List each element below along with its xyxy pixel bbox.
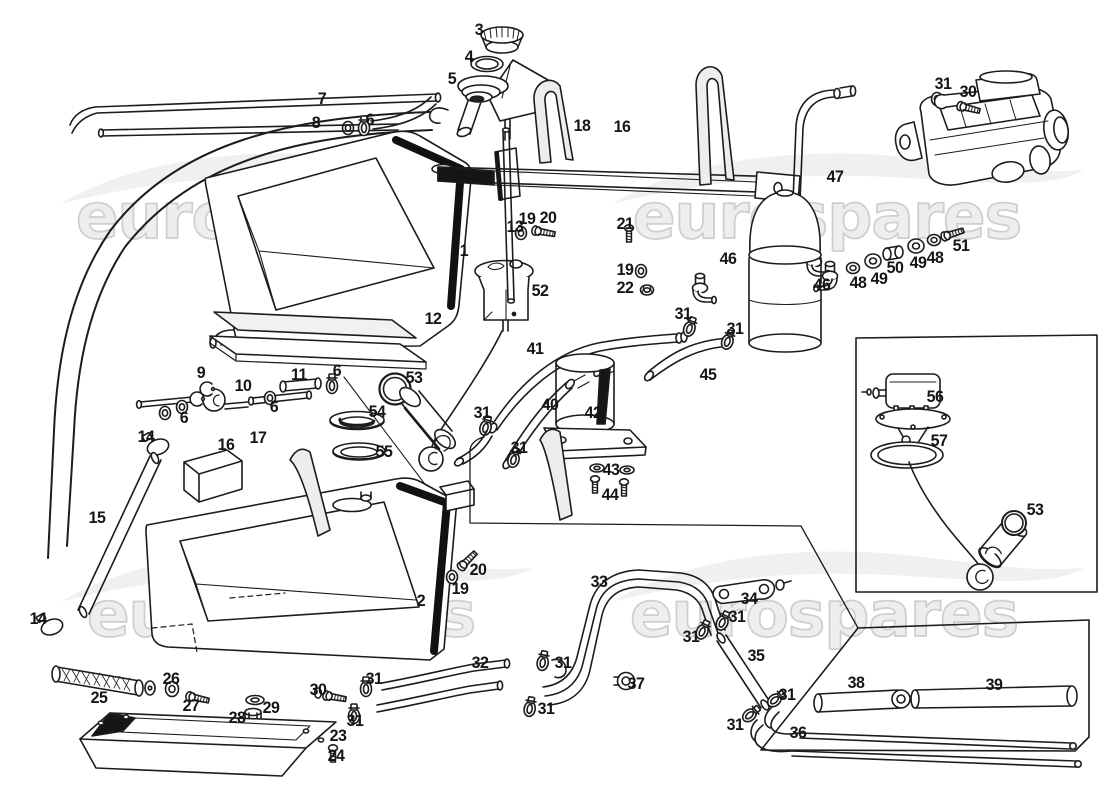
rod-13-fasteners <box>501 127 557 304</box>
detail-box-pipes <box>469 436 1090 752</box>
vent-pipe-8 <box>97 96 437 138</box>
pipes-32 <box>376 649 567 719</box>
tank-pads-12 <box>209 311 427 370</box>
tank2-straps-16-17 <box>183 428 573 537</box>
small-plate <box>494 147 521 201</box>
fuel-pipes-40-41-45 <box>453 314 738 470</box>
pipes-33-35-36 <box>542 569 1083 768</box>
fuel-sender-52 <box>418 259 534 472</box>
link-34 <box>712 579 792 605</box>
bolt-21-washer-19-nut-22 <box>623 224 655 296</box>
fuel-filter-canister <box>691 189 839 353</box>
pipes-38-39 <box>813 685 1078 713</box>
fuel-tank-2 <box>145 477 458 661</box>
fasteners-31-30-top <box>930 91 982 117</box>
elbow-fitting-46 <box>691 272 718 305</box>
body-frame-channel <box>47 111 433 559</box>
watermark-text: eurospares <box>630 578 1018 651</box>
filler-cap-assembly <box>428 26 549 141</box>
strap-rail <box>437 166 801 203</box>
detail-box-sender <box>855 334 1098 593</box>
sender-unit-56-57 <box>861 373 1028 591</box>
fuel-pump-unit <box>894 70 1070 186</box>
bracket-plate-23 <box>79 712 339 777</box>
watermark-text: eurospares <box>633 180 1021 253</box>
vent-pipe-7 <box>69 92 442 134</box>
tube-15-clamps-14 <box>35 431 170 636</box>
washer-row-48-51 <box>845 225 966 275</box>
seal-rings-53-54-55 <box>329 372 457 461</box>
tank-strap-18 <box>533 79 574 164</box>
tank-strap-16-top <box>695 66 735 186</box>
